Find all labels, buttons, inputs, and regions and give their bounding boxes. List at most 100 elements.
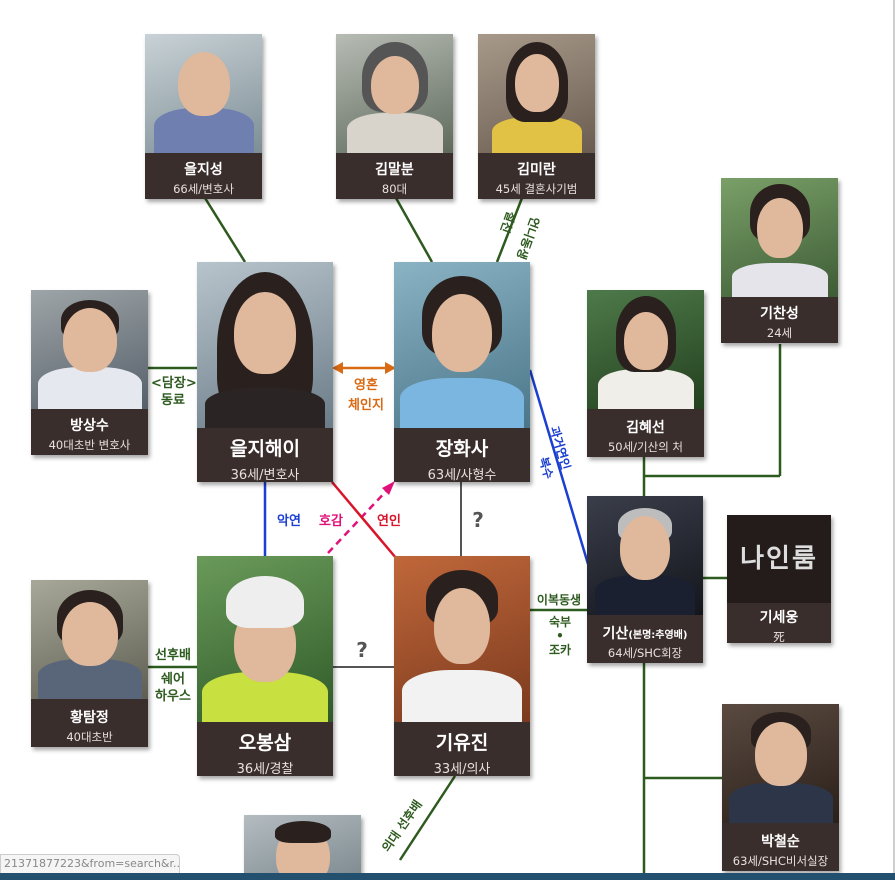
label-swe: 쉐어 <box>161 672 185 687</box>
photo-park-cheolsun <box>722 704 839 823</box>
caption-kim-miran: 김미란 45세 결혼사기범 <box>478 153 595 199</box>
photo-eulji-seong <box>145 34 262 153</box>
card-gi-yujin: 기유진 33세/의사 <box>394 556 530 776</box>
card-hwang-tamjeong: 황탐정 40대초반 <box>31 580 148 747</box>
name-bang-sangsu: 방상수 <box>70 418 109 434</box>
label-dot: • <box>556 629 564 643</box>
line-malbun-to-hwasa <box>394 197 434 263</box>
name-hwang-tamjeong: 황탐정 <box>70 710 109 726</box>
label-question-bongsam-yujin: ? <box>356 638 368 662</box>
label-question-hwasa-yujin: ? <box>472 508 484 532</box>
photo-partial-bottom <box>244 815 361 880</box>
photo-gisan <box>587 496 703 615</box>
info-gi-chanseong: 24세 <box>766 326 793 340</box>
photo-jang-hwasa <box>394 262 530 428</box>
label-joka: 조카 <box>548 643 572 657</box>
label-yeonin: 연인 <box>377 514 401 529</box>
photo-o-bongsam <box>197 556 333 722</box>
info-bang-sangsu: 40대초반 변호사 <box>48 438 131 452</box>
caption-hwang-tamjeong: 황탐정 40대초반 <box>31 701 148 747</box>
info-gi-seung: 死 <box>773 630 785 643</box>
label-ibok-dongsaeng: 이복동생 <box>536 593 582 607</box>
caption-bang-sangsu: 방상수 40대초반 변호사 <box>31 409 148 455</box>
label-hogam: 호감 <box>319 514 343 529</box>
label-ageon: 악연 <box>277 514 301 529</box>
name-gisan-main: 기산 <box>602 626 629 642</box>
card-o-bongsam: 오봉삼 36세/경찰 <box>197 556 333 776</box>
arrowhead-left-orange <box>332 362 343 374</box>
name-gisan-alias: (본명:추영배) <box>628 630 688 641</box>
caption-gi-chanseong: 기찬성 24세 <box>721 297 838 343</box>
photo-kim-malbun <box>336 34 453 153</box>
photo-eulji-haei <box>197 262 333 428</box>
card-kim-miran: 김미란 45세 결혼사기범 <box>478 34 595 199</box>
photo-bang-sangsu <box>31 290 148 409</box>
card-park-cheolsun: 박철순 63세/SHC비서실장 <box>722 704 839 871</box>
photo-gi-yujin <box>394 556 530 722</box>
card-partial-bottom <box>244 815 361 880</box>
card-bang-sangsu: 방상수 40대초반 변호사 <box>31 290 148 455</box>
card-kim-malbun: 김말분 80대 <box>336 34 453 199</box>
caption-jang-hwasa: 장화사 63세/사형수 <box>394 428 530 482</box>
name-jang-hwasa: 장화사 <box>435 438 489 460</box>
info-kim-miran: 45세 결혼사기범 <box>495 182 578 196</box>
label-donglyo: 동료 <box>161 393 185 408</box>
line-hwasa-to-gisan-past <box>528 369 590 565</box>
line-eulji-seong-to-haei <box>203 197 247 263</box>
label-chein: 체인지 <box>348 398 384 413</box>
card-gi-chanseong: 기찬성 24세 <box>721 178 838 343</box>
bottom-bar <box>0 873 895 880</box>
card-eulji-haei: 을지해이 36세/변호사 <box>197 262 333 482</box>
line-bongsam-to-hwasa-hogam <box>327 486 391 554</box>
info-kim-hyeseon: 50세/기산의 처 <box>607 440 684 454</box>
label-haus: 하우스 <box>155 689 191 704</box>
name-kim-malbun: 김말분 <box>375 162 414 178</box>
info-park-cheolsun: 63세/SHC비서실장 <box>732 854 829 868</box>
caption-gi-seung: 기세웅 死 <box>727 603 831 643</box>
info-o-bongsam: 36세/경찰 <box>236 762 294 776</box>
name-park-cheolsun: 박철순 <box>761 834 800 850</box>
card-eulji-seong: 을지성 66세/변호사 <box>145 34 262 199</box>
vertical-scrollbar[interactable] <box>893 0 895 880</box>
caption-eulji-haei: 을지해이 36세/변호사 <box>197 428 333 482</box>
name-kim-miran: 김미란 <box>517 162 556 178</box>
card-kim-hyeseon: 김혜선 50세/기산의 처 <box>587 290 704 457</box>
info-gisan: 64세/SHC회장 <box>607 646 683 660</box>
name-eulji-seong: 을지성 <box>184 162 223 178</box>
caption-gisan: 기산(본명:추영배) 64세/SHC회장 <box>587 617 703 663</box>
photo-gi-chanseong <box>721 178 838 297</box>
caption-o-bongsam: 오봉삼 36세/경찰 <box>197 722 333 776</box>
card-gi-seung: 나인룸 기세웅 死 <box>727 515 831 643</box>
caption-kim-hyeseon: 김혜선 50세/기산의 처 <box>587 411 704 457</box>
label-sukbu: 숙부 <box>548 615 572 629</box>
label-yeonghon: 영혼 <box>354 378 378 393</box>
info-hwang-tamjeong: 40대초반 <box>66 730 113 744</box>
name-o-bongsam: 오봉삼 <box>238 732 292 754</box>
photo-hwang-tamjeong <box>31 580 148 699</box>
card-gisan: 기산(본명:추영배) 64세/SHC회장 <box>587 496 703 663</box>
card-jang-hwasa: 장화사 63세/사형수 <box>394 262 530 482</box>
line-yujin-to-bottom <box>398 775 457 861</box>
label-seonhubae: 선후배 <box>155 648 191 663</box>
info-kim-malbun: 80대 <box>381 182 408 196</box>
caption-eulji-seong: 을지성 66세/변호사 <box>145 153 262 199</box>
info-eulji-haei: 36세/변호사 <box>230 468 300 482</box>
name-eulji-haei: 을지해이 <box>230 438 300 460</box>
name-gi-seung: 기세웅 <box>759 610 799 626</box>
line-miran-to-hwasa <box>495 197 524 263</box>
poster-nineroom: 나인룸 <box>727 515 831 603</box>
line-haei-to-yujin-yeonin <box>331 481 397 559</box>
caption-kim-malbun: 김말분 80대 <box>336 153 453 199</box>
arrowhead-pink <box>382 481 395 495</box>
status-url-bar: 21371877223&from=search&r... <box>0 854 180 874</box>
name-gisan: 기산(본명:추영배) <box>587 623 703 643</box>
label-damjang: <담장> <box>151 376 197 391</box>
info-gi-yujin: 33세/의사 <box>433 762 491 776</box>
name-gi-yujin: 기유진 <box>435 732 489 754</box>
caption-park-cheolsun: 박철순 63세/SHC비서실장 <box>722 825 839 871</box>
arrowhead-right-orange <box>385 362 396 374</box>
name-kim-hyeseon: 김혜선 <box>626 420 665 436</box>
info-eulji-seong: 66세/변호사 <box>173 182 234 196</box>
info-jang-hwasa: 63세/사형수 <box>427 468 497 482</box>
